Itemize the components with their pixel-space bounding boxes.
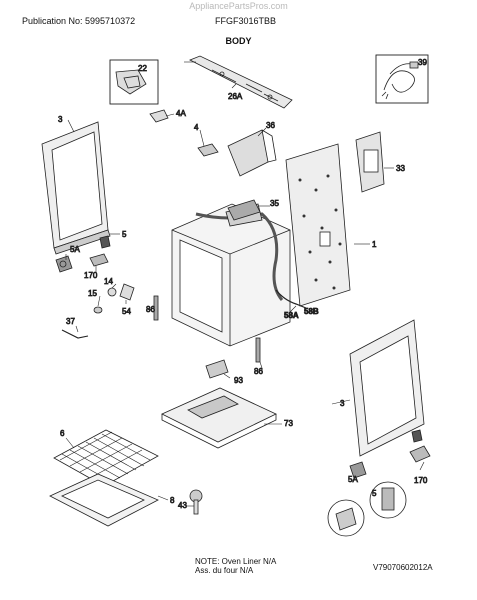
label-6: 6 <box>60 429 65 438</box>
label-93: 93 <box>234 376 243 385</box>
part-22-bracket[interactable] <box>109 59 159 105</box>
part-5-leveler-right-small[interactable] <box>411 429 423 443</box>
part-170-clip-left[interactable] <box>89 253 109 267</box>
label-35: 35 <box>270 199 279 208</box>
part-5a-detail-circle[interactable] <box>327 499 365 537</box>
part-33-rear-bracket[interactable] <box>355 131 385 193</box>
diagram-code: V79070602012A <box>373 563 433 572</box>
label-5a-right: 5A <box>348 475 358 484</box>
label-170-left: 170 <box>84 271 98 280</box>
label-14: 14 <box>104 277 113 286</box>
part-170-clip-right[interactable] <box>409 445 431 463</box>
label-54: 54 <box>122 307 131 316</box>
part-93-plug[interactable] <box>205 359 229 379</box>
label-86-b: 86 <box>254 367 263 376</box>
part-35-burner-tray[interactable] <box>227 199 261 221</box>
callout-labels: 22 39 26A 4A 3 4 36 33 5 5A 35 1 170 14 … <box>58 58 429 511</box>
part-73-bottom-panel[interactable] <box>161 387 277 449</box>
part-5a-leveler-right-small[interactable] <box>349 461 367 479</box>
label-86-a: 86 <box>146 305 155 314</box>
label-5-right: 5 <box>372 489 377 498</box>
part-4a-bracket[interactable] <box>149 109 169 123</box>
label-170-right: 170 <box>414 476 428 485</box>
label-4a: 4A <box>176 109 186 118</box>
label-39: 39 <box>418 58 427 67</box>
publication-number: Publication No: 5995710372 <box>22 16 136 26</box>
label-26a: 26A <box>228 92 243 101</box>
label-36: 36 <box>266 121 275 130</box>
part-43-screw[interactable] <box>189 489 203 515</box>
watermark: AppliancePartsPros.com <box>189 1 288 11</box>
part-4-clip[interactable] <box>197 143 219 157</box>
part-58-harness[interactable] <box>275 289 307 309</box>
label-33: 33 <box>396 164 405 173</box>
part-5a-leveler-left[interactable] <box>55 255 73 273</box>
label-22: 22 <box>138 64 147 73</box>
part-37-wire[interactable] <box>61 329 89 339</box>
part-8-broiler-pan[interactable] <box>49 473 159 527</box>
part-14-knob[interactable] <box>107 287 117 297</box>
part-5-leveler-left[interactable] <box>99 235 111 249</box>
label-43: 43 <box>178 501 187 510</box>
oven-cabinet-body[interactable] <box>171 203 291 347</box>
part-39-wire-harness[interactable] <box>375 54 429 104</box>
label-37: 37 <box>66 317 75 326</box>
part-54-ignitor[interactable] <box>119 283 135 301</box>
part-3-right-door-frame[interactable] <box>349 319 425 457</box>
label-73: 73 <box>284 419 293 428</box>
label-8: 8 <box>170 496 175 505</box>
label-58a: 58A <box>284 311 299 320</box>
label-58b: 58B <box>304 307 319 316</box>
part-6-oven-rack[interactable] <box>53 429 159 487</box>
label-5a-left: 5A <box>70 245 80 254</box>
note-oven-liner-french: Ass. du four N/A <box>195 566 254 575</box>
part-15-spark-part[interactable] <box>93 306 103 314</box>
part-5-detail-circle[interactable] <box>369 481 407 519</box>
label-15: 15 <box>88 289 97 298</box>
note-oven-liner: NOTE: Oven Liner N/A <box>195 557 277 566</box>
leader-lines <box>65 61 425 507</box>
label-3-right: 3 <box>340 399 345 408</box>
part-86-rod-lower[interactable] <box>255 337 261 363</box>
model-number: FFGF3016TBB <box>215 16 277 26</box>
part-26a-top-bracket[interactable] <box>189 55 293 109</box>
label-1: 1 <box>372 240 377 249</box>
label-3-left: 3 <box>58 115 63 124</box>
label-5-left: 5 <box>122 230 127 239</box>
section-title: BODY <box>225 36 252 46</box>
label-4: 4 <box>194 123 199 132</box>
part-36-duct[interactable] <box>227 129 277 177</box>
part-1-back-panel[interactable] <box>285 143 351 307</box>
part-3-left-door-frame[interactable] <box>41 121 111 255</box>
